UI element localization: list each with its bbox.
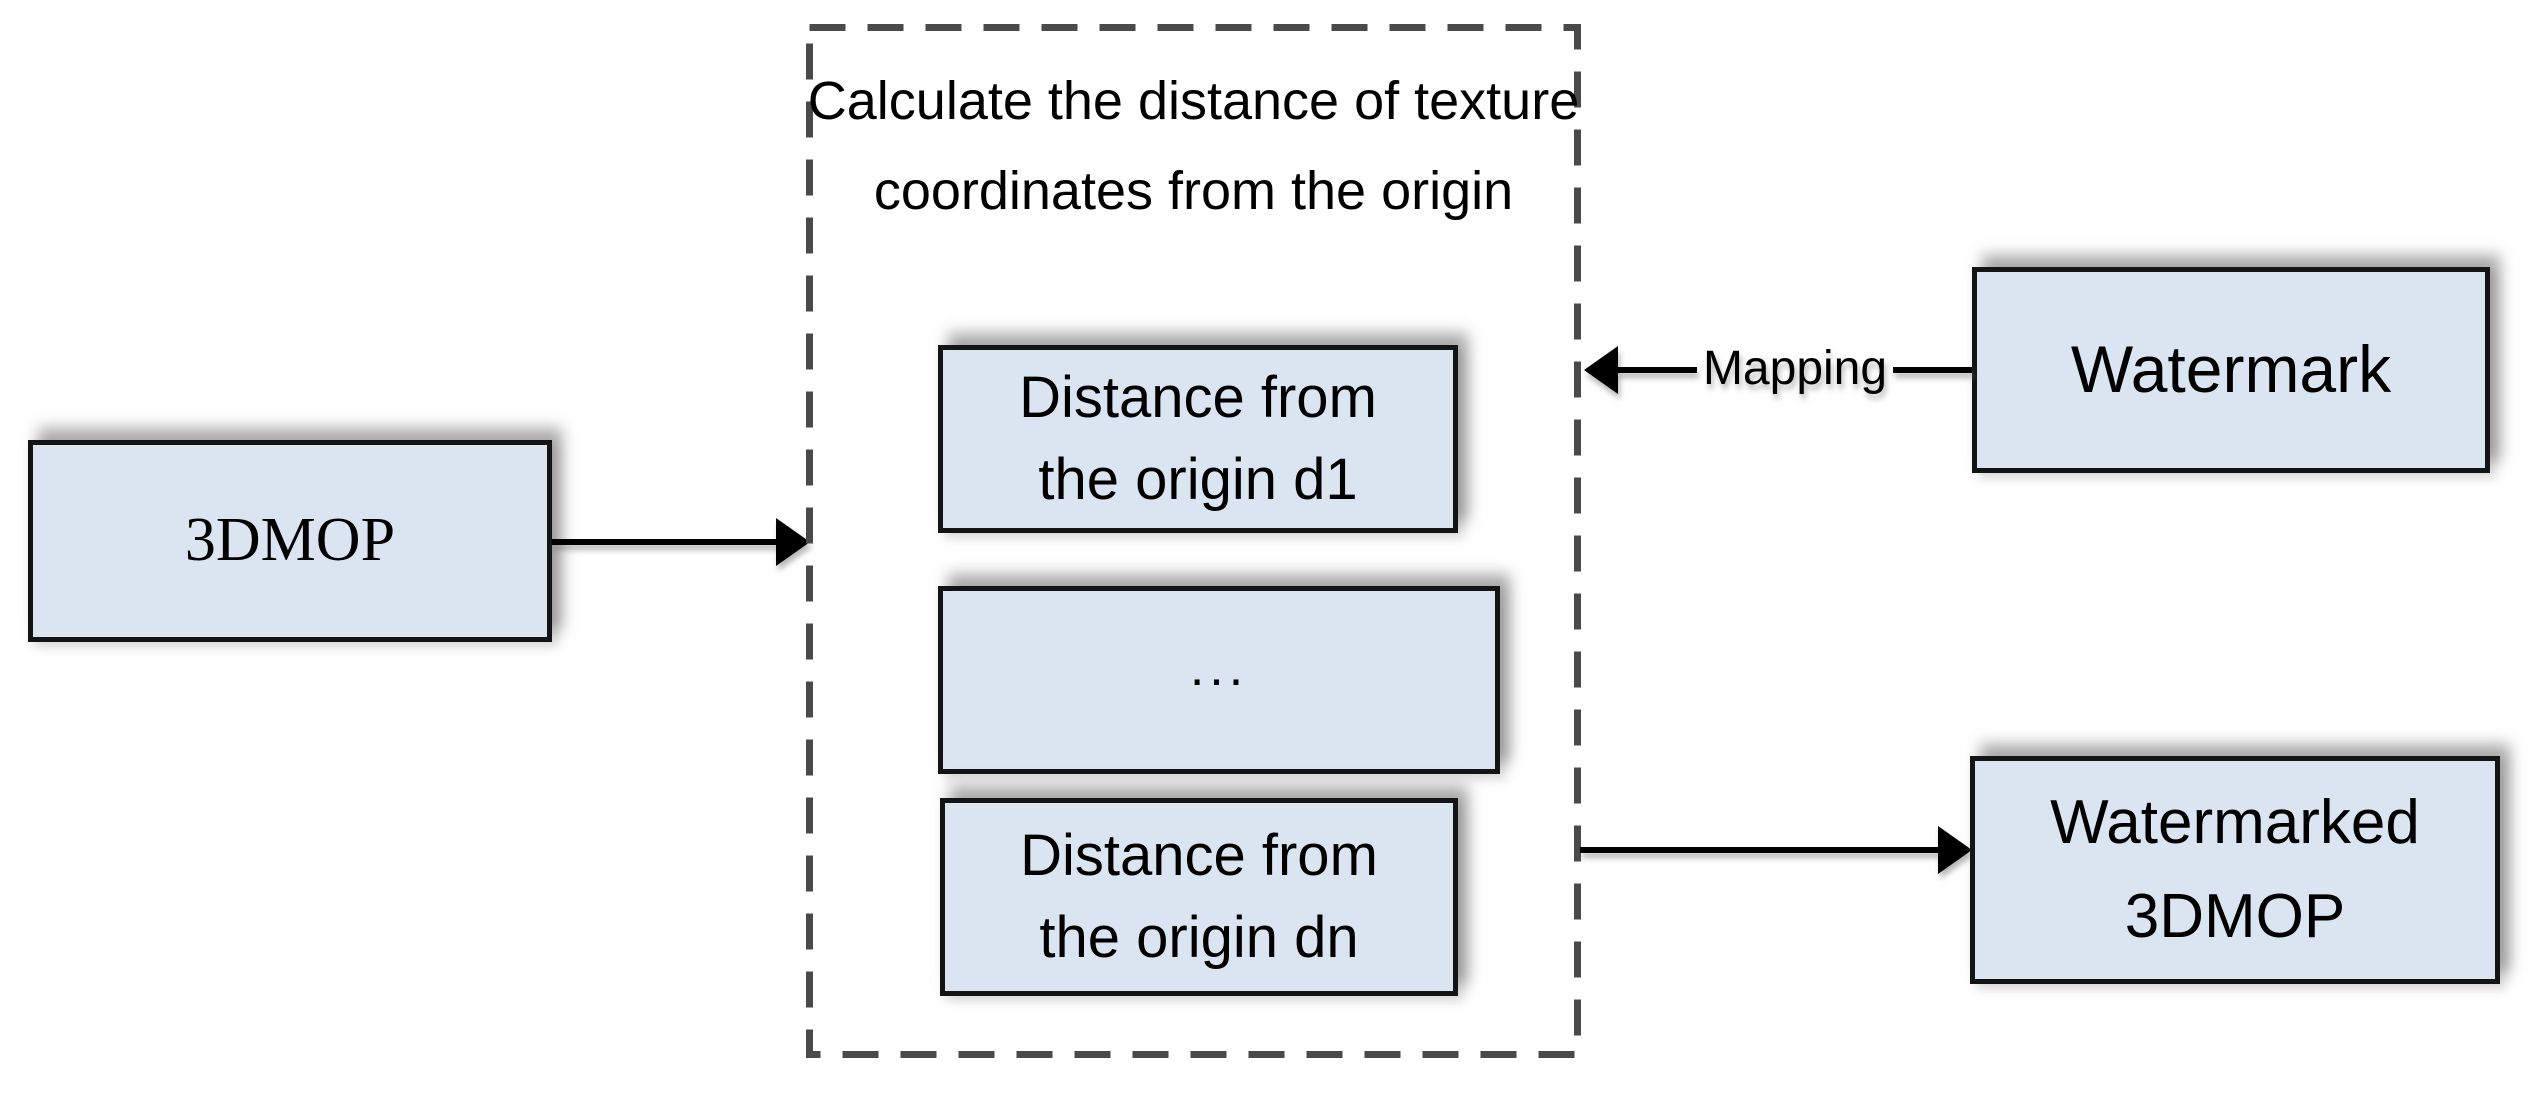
process-title-line: Calculate the distance: [807, 71, 1340, 131]
process-step-dn: Distance from the origin dn: [940, 798, 1458, 996]
arrow-line: [1893, 367, 1972, 373]
arrowhead-right-icon: [776, 518, 810, 566]
node-3dmop-label: 3DMOP: [184, 506, 396, 575]
process-title: Calculate the distance of texture coordi…: [806, 56, 1581, 236]
node-watermark-label: Watermark: [2070, 332, 2392, 407]
node-watermarked-3dmop-line: 3DMOP: [2124, 882, 2346, 951]
arrowhead-right-icon: [1938, 826, 1972, 874]
arrow-watermark-to-process: Mapping: [1584, 341, 1972, 396]
process-step-d1-line: the origin d1: [1038, 447, 1358, 512]
node-watermarked-3dmop-line: Watermarked: [2050, 788, 2420, 857]
process-step-dn-line: Distance from: [1020, 823, 1378, 888]
process-step-d1: Distance from the origin d1: [938, 345, 1458, 533]
mapping-edge-label: Mapping: [1702, 341, 1888, 395]
node-watermarked-3dmop: Watermarked 3DMOP: [1970, 756, 2500, 984]
dashed-border: [806, 24, 1581, 1058]
arrowhead-left-icon: [1584, 346, 1618, 394]
process-title-line: of texture coordinates: [873, 71, 1580, 221]
process-step-dn-line: the origin dn: [1039, 905, 1359, 970]
arrow-line: [552, 539, 776, 545]
process-group: Calculate the distance of texture coordi…: [806, 24, 1581, 1058]
arrow-process-to-output: [1580, 826, 1972, 874]
arrow-3dmop-to-process: [552, 518, 810, 566]
process-step-ellipsis: ...: [938, 586, 1500, 774]
node-3dmop: 3DMOP: [28, 440, 552, 642]
process-step-d1-line: Distance from: [1019, 365, 1377, 430]
process-title-line: from the origin: [1168, 161, 1514, 221]
process-step-ellipsis-label: ...: [1189, 639, 1249, 697]
arrow-line: [1618, 367, 1697, 373]
node-watermark: Watermark: [1972, 267, 2490, 473]
arrow-line: [1580, 847, 1938, 853]
